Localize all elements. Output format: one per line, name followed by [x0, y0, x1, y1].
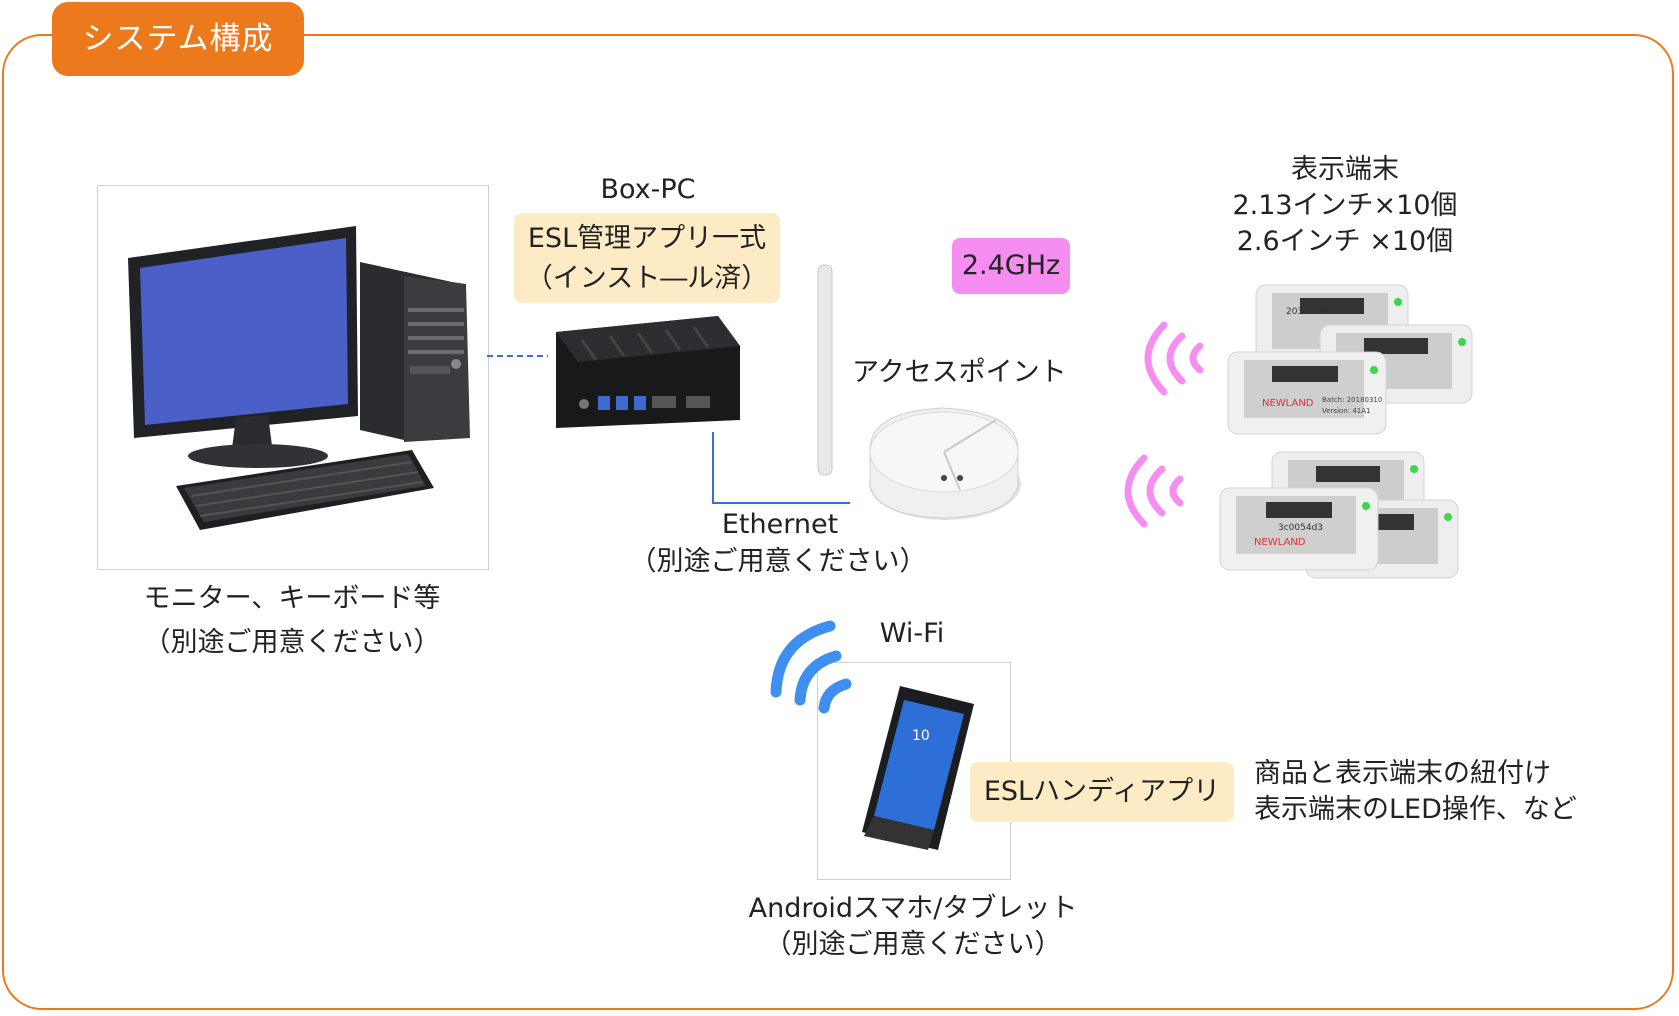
esl-tag-code: 203754dc: [1286, 307, 1332, 317]
antenna-icon: [817, 264, 833, 476]
pc-caption-line2: （別途ご用意ください）: [143, 627, 441, 658]
smartphone-icon: [862, 686, 974, 850]
ethernet-label: Ethernet: [721, 509, 839, 540]
esl-tag-brand: NEWLAND: [1254, 537, 1306, 548]
esl-tag-version: Version: 41A1: [1322, 407, 1371, 415]
radio-wave-icon: [1124, 454, 1184, 528]
pc-caption-line1: モニター、キーボード等: [143, 583, 441, 614]
ethernet-note: （別途ご用意ください）: [629, 546, 927, 577]
frequency-badge: 2.4GHz: [952, 238, 1070, 294]
features-line2: 表示端末のLED操作、など: [1254, 794, 1577, 825]
esl-tag-brand: NEWLAND: [1262, 398, 1314, 409]
esl-tag-icon: [1227, 351, 1387, 435]
esl-tag-batch: Batch: 20180310: [1322, 396, 1383, 404]
ethernet-cable-line: [712, 432, 850, 504]
diagram-frame: [2, 34, 1674, 1010]
wifi-signal-icon: [770, 620, 852, 714]
monitor-icon: [128, 226, 358, 468]
terminals-line3: 2.6インチ ×10個: [1236, 226, 1454, 257]
keyboard-icon: [176, 450, 434, 530]
mini-pc-icon: [556, 316, 740, 428]
boxpc-app-line2: （インスト―ル済）: [525, 263, 769, 294]
terminals-line2: 2.13インチ×10個: [1232, 190, 1458, 221]
mobile-caption-line2: （別途ご用意ください）: [764, 929, 1062, 960]
boxpc-label: Box-PC: [600, 174, 696, 205]
wifi-label: Wi-Fi: [879, 618, 945, 649]
boxpc-app-line1: ESL管理アプリ一式: [527, 223, 767, 254]
esl-tag-code: 3c0054d3: [1278, 523, 1324, 533]
radio-wave-icon: [1144, 321, 1204, 396]
boxpc-app-tag: ESL管理アプリ一式 （インスト―ル済）: [514, 213, 780, 303]
pc-tower-icon: [360, 262, 470, 442]
handy-app-tag: ESLハンディアプリ: [970, 762, 1234, 822]
features-line1: 商品と表示端末の紐付け: [1254, 758, 1551, 789]
terminals-line1: 表示端末: [1291, 154, 1399, 185]
access-point-icon: [817, 264, 1021, 520]
esl-tag-icon: [1219, 487, 1379, 571]
access-point-label: アクセスポイント: [852, 357, 1067, 388]
phone-screen-time: 10: [912, 728, 930, 744]
section-title: システム構成: [52, 2, 304, 76]
mobile-caption-line1: Androidスマホ/タブレット: [748, 893, 1078, 924]
